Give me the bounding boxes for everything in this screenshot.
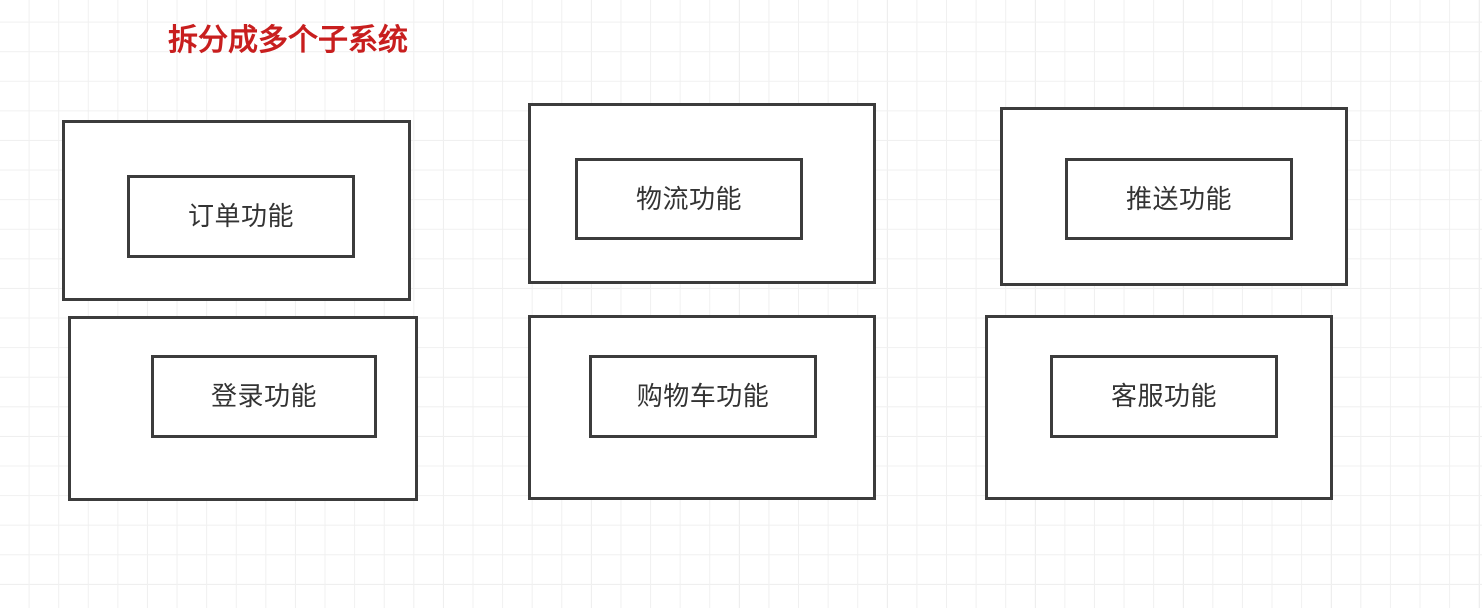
subsystem-box-push[interactable]: 推送功能 [1000,107,1348,286]
diagram-title: 拆分成多个子系统 [168,24,408,57]
function-box-label: 购物车功能 [636,381,770,412]
function-box-order[interactable]: 订单功能 [127,175,355,258]
function-box-label: 客服功能 [1110,381,1217,412]
function-box-login[interactable]: 登录功能 [151,355,377,438]
subsystem-box-support[interactable]: 客服功能 [985,315,1333,500]
subsystem-box-cart[interactable]: 购物车功能 [528,315,876,500]
subsystem-box-logistics[interactable]: 物流功能 [528,103,876,284]
function-box-support[interactable]: 客服功能 [1050,355,1278,438]
function-box-label: 推送功能 [1125,183,1232,214]
function-box-label: 物流功能 [635,183,742,214]
function-box-logistics[interactable]: 物流功能 [575,158,803,240]
function-box-label: 登录功能 [210,381,317,412]
function-box-push[interactable]: 推送功能 [1065,158,1293,240]
function-box-cart[interactable]: 购物车功能 [589,355,817,438]
subsystem-box-login[interactable]: 登录功能 [68,316,418,501]
subsystem-box-order[interactable]: 订单功能 [62,120,411,301]
function-box-label: 订单功能 [187,201,294,232]
